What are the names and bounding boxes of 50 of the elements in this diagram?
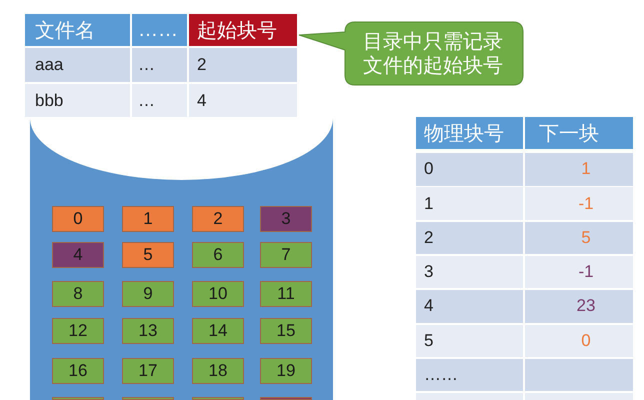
table-cell: 4 — [189, 84, 297, 117]
table-cell: -1 — [525, 187, 633, 220]
disk-block: 0 — [52, 206, 104, 232]
table-cell: …… — [416, 358, 523, 392]
table-cell: bbb — [25, 84, 130, 117]
disk-block: 18 — [192, 358, 244, 384]
header-cell: 物理块号 — [416, 117, 523, 149]
disk-block — [192, 397, 244, 400]
disk-block: 1 — [122, 206, 174, 232]
table-cell: 5 — [525, 222, 633, 254]
disk-block: 4 — [52, 242, 104, 268]
table-cell: 2 — [416, 222, 523, 254]
disk-block: 7 — [260, 242, 312, 268]
table-cell: 2 — [189, 48, 297, 82]
disk-block: 9 — [122, 281, 174, 307]
disk-block — [52, 397, 104, 400]
table-cell: 3 — [416, 256, 523, 288]
table-cell: 1 — [416, 187, 523, 220]
table-cell: 5 — [416, 324, 523, 357]
callout-text: 目录中只需记录文件的起始块号 — [362, 30, 504, 78]
disk-block: 2 — [192, 206, 244, 232]
disk-block: 10 — [192, 281, 244, 307]
table-cell: 4 — [416, 290, 523, 323]
disk-block: 8 — [52, 281, 104, 307]
disk-block — [122, 397, 174, 400]
header-cell: 下一块 — [525, 117, 633, 149]
table-cell: 0 — [416, 153, 523, 186]
table-cell: … — [132, 48, 187, 82]
disk-block: 17 — [122, 358, 174, 384]
disk-block: 12 — [52, 318, 104, 344]
header-cell: …… — [132, 14, 187, 46]
disk-block: 14 — [192, 318, 244, 344]
table-cell: 23 — [525, 290, 633, 323]
disk-block — [260, 397, 312, 400]
disk-block: 6 — [192, 242, 244, 268]
disk-block: 15 — [260, 318, 312, 344]
disk-block: 19 — [260, 358, 312, 384]
table-cell: 0 — [525, 324, 633, 357]
table-cell: aaa — [25, 48, 130, 82]
disk-block: 3 — [260, 206, 312, 232]
disk-block: 13 — [122, 318, 174, 344]
disk-block: 11 — [260, 281, 312, 307]
callout-bubble — [298, 21, 524, 86]
table-cell: 1 — [525, 153, 633, 186]
table-cell: … — [132, 84, 187, 117]
table-cell: -1 — [525, 256, 633, 288]
disk-block: 16 — [52, 358, 104, 384]
header-cell: 文件名 — [25, 14, 130, 46]
disk-block: 5 — [122, 242, 174, 268]
header-cell: 起始块号 — [189, 14, 297, 46]
